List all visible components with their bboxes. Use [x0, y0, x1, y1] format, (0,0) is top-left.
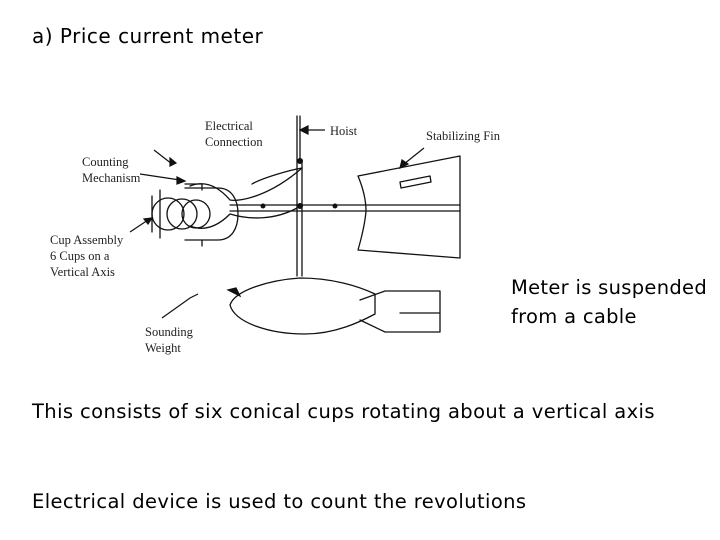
horizontal-shaft [229, 204, 461, 212]
label-sounding-weight: Sounding Weight [145, 325, 193, 355]
slide-title: a) Price current meter [32, 24, 264, 48]
label-cup-assembly: Cup Assembly 6 Cups on a Vertical Axis [50, 233, 124, 279]
label-electrical-connection: Electrical Connection [205, 119, 263, 149]
fin-slot [399, 175, 432, 189]
description-electrical-device: Electrical device is used to count the r… [32, 490, 527, 513]
label-stabilizing-fin: Stabilizing Fin [426, 129, 500, 143]
stabilizing-fin [357, 155, 461, 259]
cup [166, 198, 198, 230]
current-meter-drawing [129, 115, 461, 335]
label-hoist: Hoist [330, 124, 358, 138]
cup-assembly [151, 189, 161, 239]
electrical-wire [251, 167, 303, 185]
label-counting-mechanism: Counting Mechanism [82, 155, 141, 185]
sounding-weight [229, 277, 376, 335]
cup [181, 199, 211, 229]
cup [151, 197, 185, 231]
cup-frame [184, 183, 239, 247]
vertical-rod [296, 159, 303, 277]
weight-tail [359, 290, 441, 333]
suspension-note: Meter is suspended from a cable [511, 276, 708, 328]
current-meter-diagram: Electrical Connection Hoist Stabilizing … [40, 108, 530, 368]
description-cups: This consists of six conical cups rotati… [32, 400, 655, 423]
hoist-cable [296, 115, 301, 161]
meter-yoke [189, 167, 303, 229]
